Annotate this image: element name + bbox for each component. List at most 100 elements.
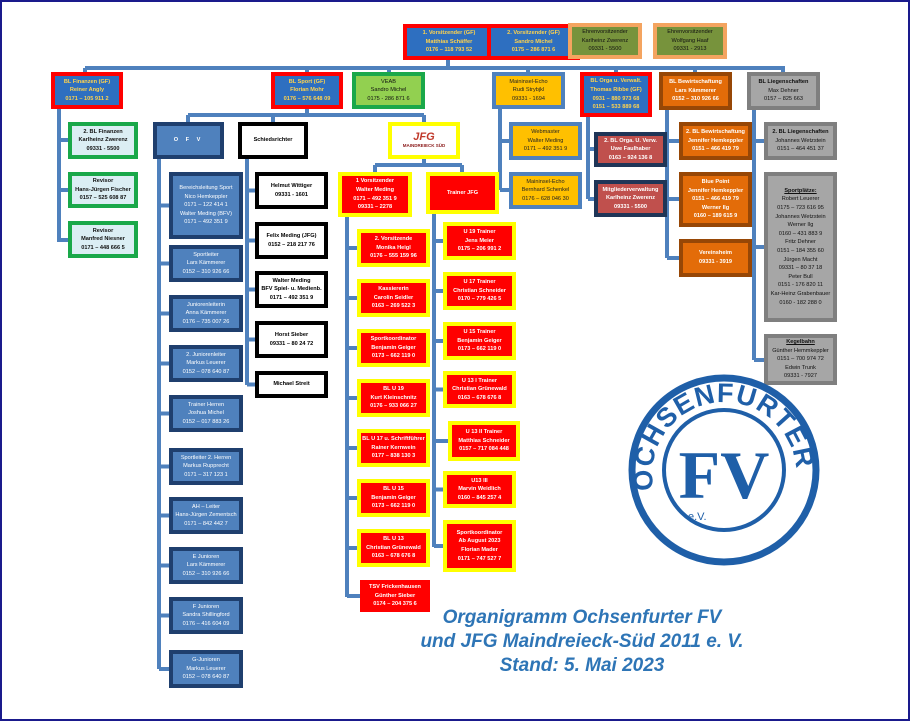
box-line: 0171 – 448 666 5 [81, 244, 125, 251]
box-line: Walter Meding [272, 277, 311, 284]
box-line: 2. Juniorenleiter [186, 351, 226, 358]
box-line: 0151 – 466 419 79 [692, 146, 739, 153]
box-line: 0151 – 464 451 37 [777, 146, 824, 153]
box-line: 0152 – 078 640 87 [182, 674, 230, 681]
box-line: Sportkoordinator [370, 336, 417, 343]
box-line: 0171 – 492 351 9 [184, 219, 228, 226]
box-line: 0175 – 206 991 2 [457, 246, 502, 253]
box-line: Walter Meding [527, 137, 564, 144]
org-box-s2: Felix Meding (JFG)0152 – 218 217 76 [255, 222, 328, 259]
box-line: 09331 - 1601 [275, 191, 308, 198]
org-box-ofv: O F V [153, 122, 224, 159]
box-line: Reiner Angly [69, 87, 105, 94]
box-line: 0171 – 105 911 2 [65, 95, 109, 102]
box-line: Robert Leuerer [781, 196, 820, 203]
box-line: 09331 - 5500 [86, 145, 120, 152]
box-line: Joshua Michel [188, 410, 224, 417]
box-line: Felix Meding (JFG) [266, 232, 317, 239]
box-line: 09331 - 1694 [512, 95, 545, 102]
box-line: BL U 19 [383, 386, 404, 393]
org-box-s1: Helmut Wittiger 09331 - 1601 [255, 172, 328, 209]
title-line-2: und JFG Maindreieck-Süd 2011 e. V. [420, 631, 744, 652]
box-line: Maininsel-Echo [526, 178, 565, 185]
box-line: Kar-Heinz Grabenbauer [770, 290, 831, 297]
box-line: Kurt Kleinschnitz [370, 394, 417, 401]
box-line: Jennifer Hemkeppler [687, 187, 744, 194]
box-line: 0171 – 747 527 7 [457, 555, 502, 562]
org-box-jtr: Trainer JFG [426, 172, 499, 214]
box-line: Juniorenleiterin [187, 301, 225, 308]
box-line: 2. BL Finanzen [83, 128, 123, 135]
box-line: 09331 - 3919 [699, 259, 732, 265]
box-line: Matthias Schneider [458, 437, 510, 444]
box-line: Jens Meier [465, 237, 494, 244]
box-line: Blue Point [701, 179, 730, 186]
box-line: Revisor [92, 178, 114, 185]
box-line: Carolin Seidler [373, 294, 414, 301]
box-line: 0931 – 880 973 68 [592, 95, 640, 102]
box-line: Sandra Shillingford [182, 612, 230, 619]
box-line: BL Orga u. Verwalt. [590, 78, 642, 85]
box-line: 09331 – 80 37 18 [778, 265, 823, 272]
box-line: 0152 – 310 926 66 [182, 268, 230, 275]
box-line: F Junioren [192, 603, 220, 610]
box-line: 0176 – 416 604 09 [182, 620, 230, 627]
box-line: Sportkoordinator [456, 529, 503, 536]
org-box-schieds: Schiedsrichter [238, 122, 308, 159]
box-line: Helmut Wittiger [270, 182, 313, 189]
box-line: BL U 17 u. Schriftführer [362, 436, 425, 443]
box-line: 0171 – 492 351 9 [269, 294, 314, 301]
box-line: Ehrenvorsitzender [582, 29, 628, 36]
box-line: O F V [173, 137, 204, 144]
box-line: U 13 I Trainer [461, 377, 498, 384]
box-line: U 13 II Trainer [465, 429, 503, 436]
box-line: 2. Vorsitzende [374, 236, 413, 243]
box-line: Ab August 2023 [458, 538, 501, 545]
box-line: Markus Rupprecht [183, 463, 229, 470]
box-line: Florian Mohr [290, 87, 324, 94]
box-line: Werner Ilg [701, 204, 730, 211]
box-line: Max Dehner [768, 87, 799, 94]
box-line: 0163 – 678 676 8 [371, 553, 416, 560]
box-line: 0163 – 678 676 8 [457, 394, 502, 401]
box-line: Fritz Dehner [785, 239, 816, 246]
box-line: Johannes Wetzstein [775, 213, 826, 220]
box-line: BL Sport (GF) [288, 78, 326, 85]
box-line: 0151 – 700 974 72 [777, 356, 824, 363]
box-line: 0151 – 466 419 79 [692, 196, 739, 203]
box-line: Uwe Faulhaber [610, 146, 651, 153]
jfg-logo: JFG MAINDREIECK SÜD [388, 122, 460, 159]
box-line: 09331 – 2278 [357, 204, 393, 211]
box-line: U13 III [471, 477, 488, 484]
box-line: 09331 – 80 24 72 [269, 340, 314, 347]
box-line: AH – Leiter [192, 503, 220, 510]
box-line: Wolfgang Haaf [671, 37, 709, 44]
box-line: BL Liegenschaften [758, 79, 809, 86]
box-line: 0174 – 204 375 6 [373, 601, 417, 608]
box-line: Anna Kämmerer [185, 310, 227, 317]
